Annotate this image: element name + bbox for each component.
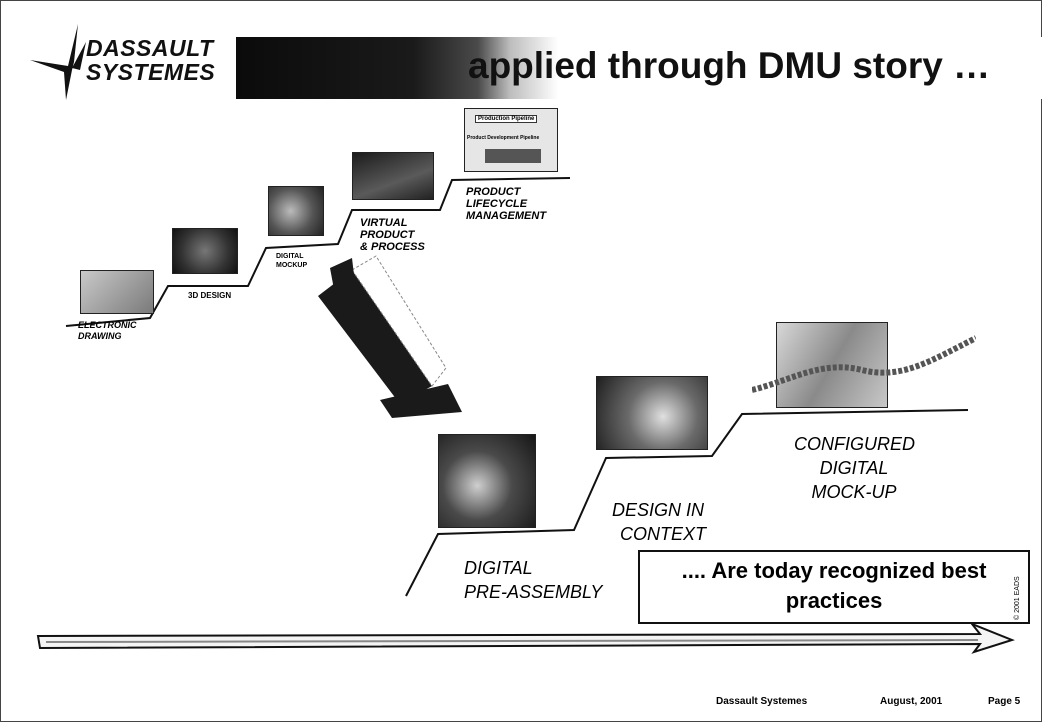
footer-company: Dassault Systemes xyxy=(716,696,808,707)
electronic-drawing-thumbnail xyxy=(80,270,154,314)
3d-design-thumbnail xyxy=(172,228,238,274)
label-design-in-context-line-2: CONTEXT xyxy=(620,524,707,544)
label-configured-dmu-line-2: DIGITAL xyxy=(819,458,889,478)
label-virtual-product-line-3: & PROCESS xyxy=(360,241,425,253)
label-digital-mockup: DIGITAL MOCKUP xyxy=(276,252,307,270)
logo-line-1: DASSAULT xyxy=(86,35,214,61)
footer-page-number: Page 5 xyxy=(988,696,1021,707)
label-virtual-product-line-1: VIRTUAL xyxy=(360,217,408,229)
label-plm: PRODUCT LIFECYCLE MANAGEMENT xyxy=(466,186,546,222)
timeline-arrow-icon xyxy=(36,621,1015,654)
label-electronic-drawing-line-2: DRAWING xyxy=(78,331,122,341)
copyright-text: © 2001 EADS xyxy=(1014,576,1021,620)
label-electronic-drawing-line-1: ELECTRONIC xyxy=(78,320,137,330)
label-virtual-product-line-2: PRODUCT xyxy=(360,229,415,241)
configured-dmu-thumbnail xyxy=(776,322,888,408)
logo-text: DASSAULT SYSTEMES xyxy=(86,36,215,84)
title-bar xyxy=(236,37,1042,99)
label-3d-design: 3D DESIGN xyxy=(188,291,232,300)
label-plm-line-1: PRODUCT xyxy=(466,186,521,198)
label-configured-dmu-line-1: CONFIGURED xyxy=(794,434,915,454)
label-design-in-context-line-1: DESIGN IN xyxy=(612,500,705,520)
footer-date: August, 2001 xyxy=(880,696,943,707)
label-digital-preassembly: DIGITAL PRE-ASSEMBLY xyxy=(464,556,602,604)
label-electronic-drawing: ELECTRONIC DRAWING xyxy=(78,320,137,342)
callout-line-1: .... Are today recognized best xyxy=(681,558,987,583)
label-digital-mockup-line-2: MOCKUP xyxy=(276,262,308,269)
digital-mockup-thumbnail xyxy=(268,186,324,236)
best-practices-callout: .... Are today recognized best practices xyxy=(638,550,1030,624)
label-digital-preassembly-line-1: DIGITAL xyxy=(464,558,533,578)
lower-staircase-line xyxy=(405,409,969,597)
label-design-in-context: DESIGN IN CONTEXT xyxy=(610,498,706,546)
diagonal-arrow-icon xyxy=(318,255,462,418)
label-plm-line-2: LIFECYCLE xyxy=(466,198,528,210)
label-configured-dmu-line-3: MOCK-UP xyxy=(811,482,897,502)
label-configured-dmu: CONFIGURED DIGITAL MOCK-UP xyxy=(794,432,915,504)
logo-mark-icon xyxy=(30,24,86,100)
plm-thumb-block xyxy=(485,149,541,163)
plm-thumb-line-1: Production Pipeline xyxy=(475,115,538,123)
label-plm-line-3: MANAGEMENT xyxy=(466,210,547,222)
plm-thumbnail: Production Pipeline Product Development … xyxy=(464,108,558,172)
plm-thumb-line-2: Product Development Pipeline xyxy=(467,135,540,141)
page-title: applied through DMU story … xyxy=(468,45,991,86)
virtual-product-thumbnail xyxy=(352,152,434,200)
label-digital-mockup-line-1: DIGITAL xyxy=(276,253,304,260)
label-digital-preassembly-line-2: PRE-ASSEMBLY xyxy=(464,582,603,602)
design-in-context-thumbnail xyxy=(596,376,708,450)
upper-staircase-line xyxy=(65,177,571,327)
logo-line-2: SYSTEMES xyxy=(86,59,216,85)
callout-line-2: practices xyxy=(785,588,883,613)
label-virtual-product: VIRTUAL PRODUCT & PROCESS xyxy=(360,217,425,253)
digital-preassembly-thumbnail xyxy=(438,434,536,528)
configured-dmu-tubes-icon xyxy=(752,335,976,393)
